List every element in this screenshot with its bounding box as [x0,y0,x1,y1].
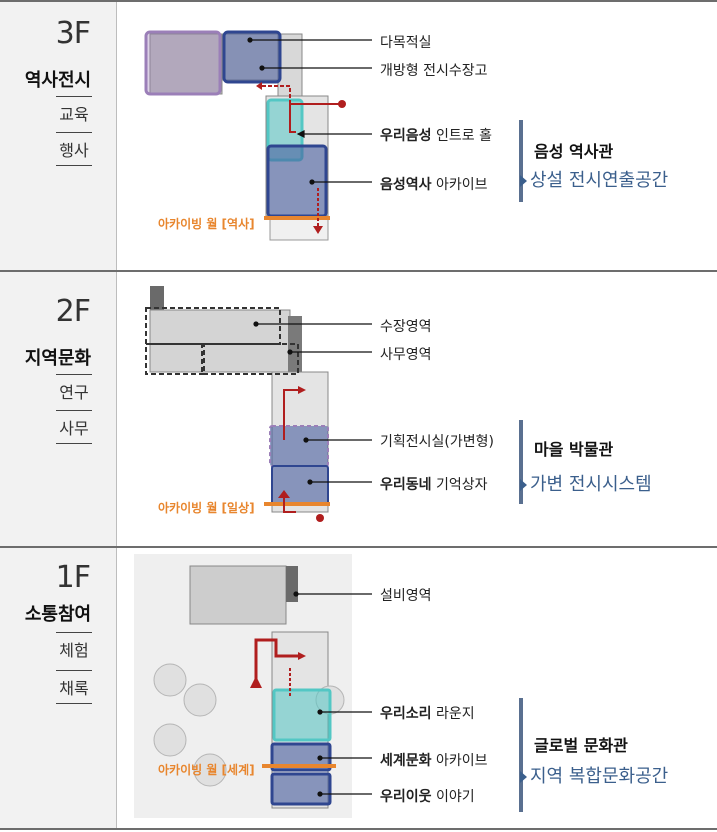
hall-name: 음성 역사관 [534,142,614,161]
floor-sidebar: 2F 지역문화 연구 사무 [0,272,117,546]
room-label: 설비영역 [380,588,432,604]
floor-sub-1: 교육 [56,96,92,125]
room-label: 다목적실 [380,35,432,51]
floor-sub-1: 연구 [56,374,92,403]
hall-bar [519,120,523,202]
triangle-icon [520,175,527,187]
room-label: 수장영역 [380,319,432,335]
hall-name: 글로벌 문화관 [534,736,628,755]
neighbor-story-highlight [270,772,332,806]
floor-theme: 지역문화 [24,348,92,369]
floor-sub-2: 행사 [56,132,92,166]
space-type: 가변 전시시스템 [520,470,652,496]
memory-box-highlight [271,465,329,505]
world-archive-highlight [270,742,332,772]
archive-wall-label-2f: 아카이빙 월 [일상] [158,501,255,515]
floor-theme: 소통참여 [24,604,92,625]
floor-panel-3f: 3F 역사전시 교육 행사 [0,2,717,270]
archive-wall-label-3f: 아카이빙 월 [역사] [158,217,255,231]
floor-theme: 역사전시 [24,70,92,91]
hall-bar [519,420,523,504]
triangle-icon [520,771,527,783]
triangle-icon [520,479,527,491]
floor-divider [0,546,717,548]
floor-sub-1: 체험 [56,632,92,661]
room-label: 사무영역 [380,347,432,363]
room-label: 기획전시실(가변형) [380,434,494,450]
gallery-highlight [269,425,329,467]
space-type: 상설 전시연출공간 [520,166,668,192]
archive-wall-label-1f: 아카이빙 월 [세계] [158,763,255,777]
hall-name: 마을 박물관 [534,440,614,459]
floor-divider [0,270,717,272]
office-area-box [201,343,299,375]
floor-number: 2F [55,294,91,329]
room-label: 세계문화 아카이브 [380,753,488,769]
floor-sidebar: 3F 역사전시 교육 행사 [0,2,117,270]
leader-lines [247,37,372,797]
floor-number: 1F [55,560,91,595]
bottom-border [0,828,717,830]
lounge-highlight [272,688,332,742]
room-label: 우리음성 인트로 홀 [380,128,492,144]
multipurpose-room-highlight [144,30,222,96]
floor-panel-2f: 2F 지역문화 연구 사무 [0,272,717,546]
plan-3f [144,30,346,241]
floor-panel-1f: 1F 소통참여 체험 채록 [0,548,717,830]
top-border [0,0,717,2]
floor-number: 3F [55,16,91,51]
room-label: 우리소리 라운지 [380,706,475,722]
space-type: 지역 복합문화공간 [520,762,668,788]
room-label: 우리이웃 이야기 [380,789,475,805]
hall-bar [519,698,523,812]
room-label: 개방형 전시수장고 [380,63,488,79]
floor-sidebar: 1F 소통참여 체험 채록 [0,548,117,830]
plan-2f [145,286,330,522]
floor-sub-2: 채록 [56,670,92,704]
room-label: 우리동네 기억상자 [380,477,488,493]
plan-1f [134,554,352,818]
room-label: 음성역사 아카이브 [380,177,488,193]
floor-sub-2: 사무 [56,410,92,444]
storage-highlight [222,30,282,84]
